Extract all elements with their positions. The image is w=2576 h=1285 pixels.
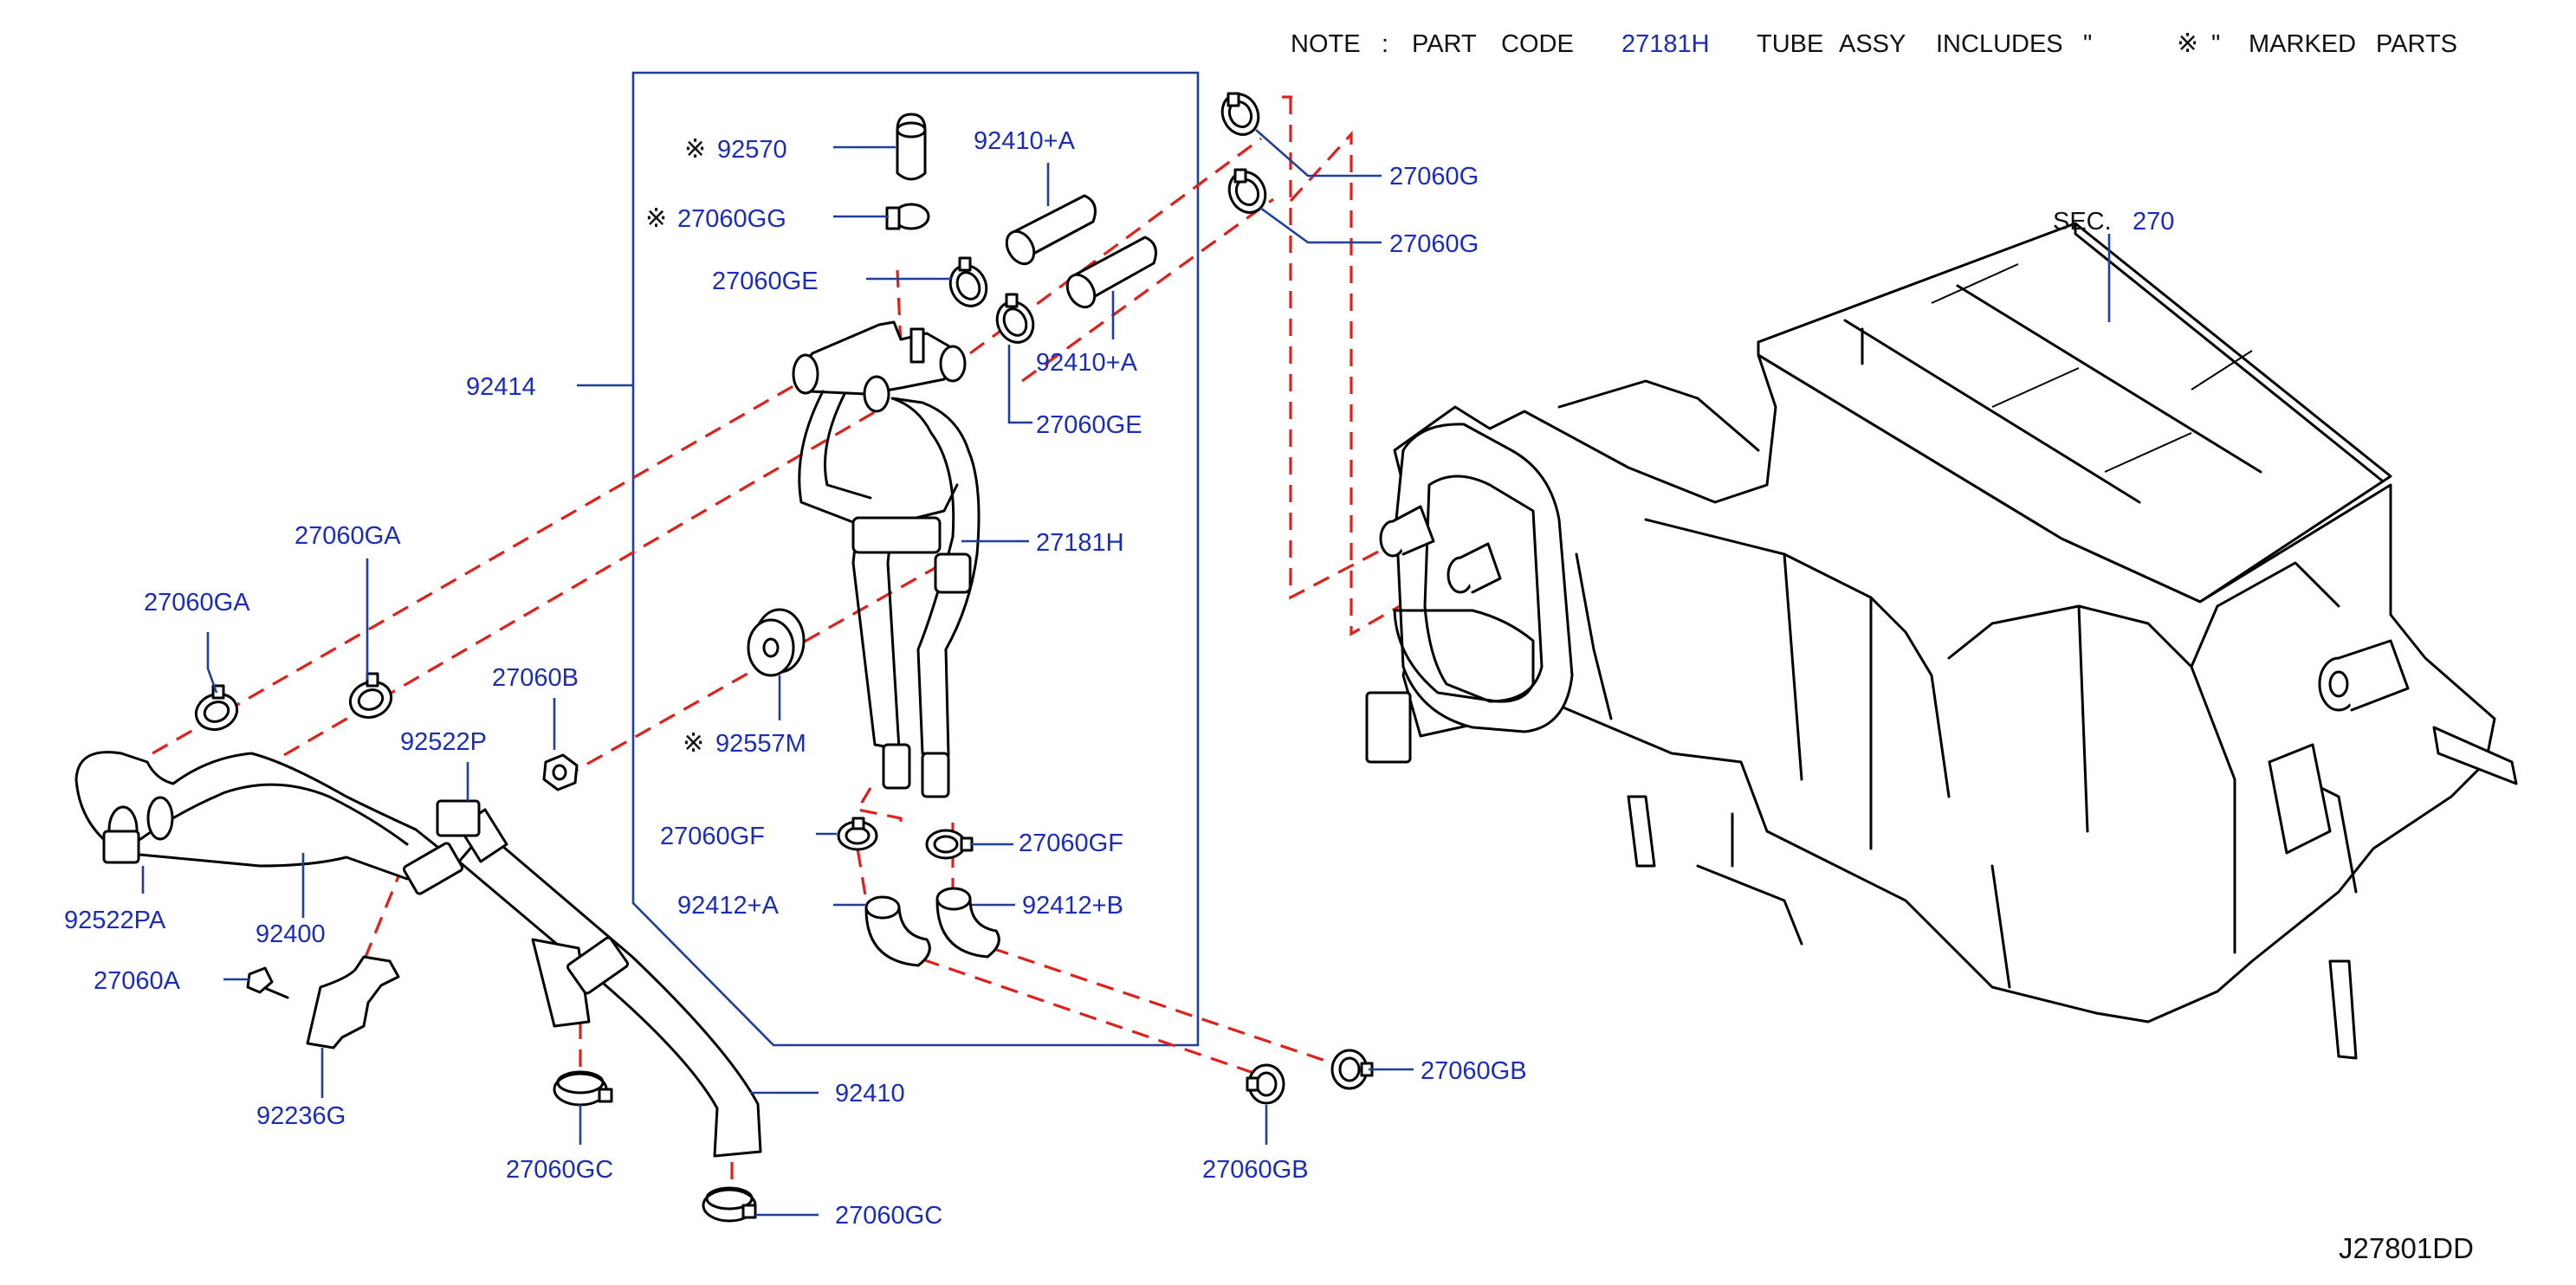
mark-27060GG: ※ xyxy=(645,203,667,234)
mark-92557M: ※ xyxy=(683,728,704,759)
note-part-word: PART xyxy=(1412,30,1477,58)
note-quote-close: " xyxy=(2211,30,2220,58)
clamp-27060GB-1 xyxy=(1330,1049,1374,1090)
note-header: NOTE : PART CODE 27181H TUBE ASSY INCLUD… xyxy=(1291,29,2457,59)
sec-prefix: SEC. xyxy=(2053,208,2112,236)
leader-27060GE-right xyxy=(1007,345,1032,424)
clamp-27060G-1 xyxy=(1220,92,1260,136)
label-27060GG: 27060GG xyxy=(677,205,786,233)
note-includes-word: INCLUDES xyxy=(1936,30,2063,58)
leader-27060GA-1 xyxy=(206,632,218,694)
label-27060GA-2: 27060GA xyxy=(294,522,401,550)
clamp-27060GE-right xyxy=(995,293,1035,344)
clip-27060GG xyxy=(885,203,930,230)
clamp-27060GE-left xyxy=(948,256,988,307)
nut-27060B xyxy=(542,753,579,791)
hose-92400 xyxy=(74,751,452,881)
label-27060GC-1: 27060GC xyxy=(506,1156,613,1184)
clamp-27060GB-2 xyxy=(1246,1063,1285,1105)
label-92412A: 92412+A xyxy=(677,892,780,920)
clamp-27060GF-left xyxy=(837,817,878,851)
label-92410A-top: 92410+A xyxy=(974,127,1076,155)
hvac-unit xyxy=(1365,222,2518,1060)
label-27060GA-1: 27060GA xyxy=(144,589,250,617)
label-27060G-2: 27060G xyxy=(1389,230,1479,258)
label-27060GE-right: 27060GE xyxy=(1036,411,1142,439)
note-code-word: CODE xyxy=(1501,30,1574,58)
note-code: 27181H xyxy=(1621,30,1710,58)
hose-92410 xyxy=(402,799,762,1158)
bracket-92236G xyxy=(306,955,400,1049)
label-27060GC-2: 27060GC xyxy=(835,1202,942,1230)
label-92410A-mid: 92410+A xyxy=(1036,349,1138,377)
clamp-27060GA-1 xyxy=(194,684,239,732)
bolt-27060A xyxy=(246,966,289,999)
clamp-27060GC-1 xyxy=(553,1070,613,1107)
label-92570: 92570 xyxy=(717,136,787,164)
label-27060B: 27060B xyxy=(492,664,579,692)
clamp-27060GC-2 xyxy=(702,1186,757,1223)
sec-number: 270 xyxy=(2133,208,2174,236)
hose-92410A-top xyxy=(1005,194,1097,266)
note-assy-word: ASSY xyxy=(1839,30,1906,58)
note-tube-word: TUBE xyxy=(1757,30,1823,58)
label-92412B: 92412+B xyxy=(1022,892,1123,920)
leader-27060G-2 xyxy=(1259,206,1382,244)
hose-92410A-mid xyxy=(1065,236,1157,309)
label-27060GF-right: 27060GF xyxy=(1019,830,1123,857)
note-separator: : xyxy=(1382,30,1388,58)
hose-92412B xyxy=(935,887,1000,959)
label-92522PA: 92522PA xyxy=(64,907,166,934)
label-27060GB-1: 27060GB xyxy=(1421,1057,1527,1085)
label-92400: 92400 xyxy=(256,920,326,948)
leader-27060G-1 xyxy=(1255,129,1382,178)
label-92236G: 92236G xyxy=(256,1102,346,1130)
note-mark: ※ xyxy=(2177,29,2198,59)
label-92557M: 92557M xyxy=(715,730,806,758)
clamp-27060G-2 xyxy=(1227,168,1267,214)
cap-92570 xyxy=(896,113,927,181)
tube-27181H xyxy=(792,320,981,798)
note-quote-open: " xyxy=(2083,30,2092,58)
label-27060GF-left: 27060GF xyxy=(660,823,765,850)
diagram-code: J27801DD xyxy=(2339,1232,2474,1264)
label-92410: 92410 xyxy=(835,1080,905,1107)
clamp-27060GF-right xyxy=(925,829,974,860)
label-92522P: 92522P xyxy=(400,728,487,756)
note-word: NOTE xyxy=(1291,30,1361,58)
label-27060A: 27060A xyxy=(94,967,181,995)
label-27181H: 27181H xyxy=(1036,529,1124,557)
callout-labels: ※ 92570 ※ 27060GG 92410+A 27060GE 92410+… xyxy=(64,127,2474,1264)
note-parts-word: PARTS xyxy=(2376,30,2457,58)
label-92414: 92414 xyxy=(466,373,536,401)
label-27060G-1: 27060G xyxy=(1389,163,1479,190)
label-27060GE-left: 27060GE xyxy=(712,268,819,295)
mark-92570: ※ xyxy=(684,134,706,165)
hose-92412A xyxy=(864,895,931,967)
label-27060GB-2: 27060GB xyxy=(1202,1156,1309,1184)
note-marked-word: MARKED xyxy=(2249,30,2356,58)
tube-assy-frame xyxy=(631,71,1200,1047)
clamp-27060GA-2 xyxy=(348,672,393,720)
grommet-92557M xyxy=(747,608,806,677)
